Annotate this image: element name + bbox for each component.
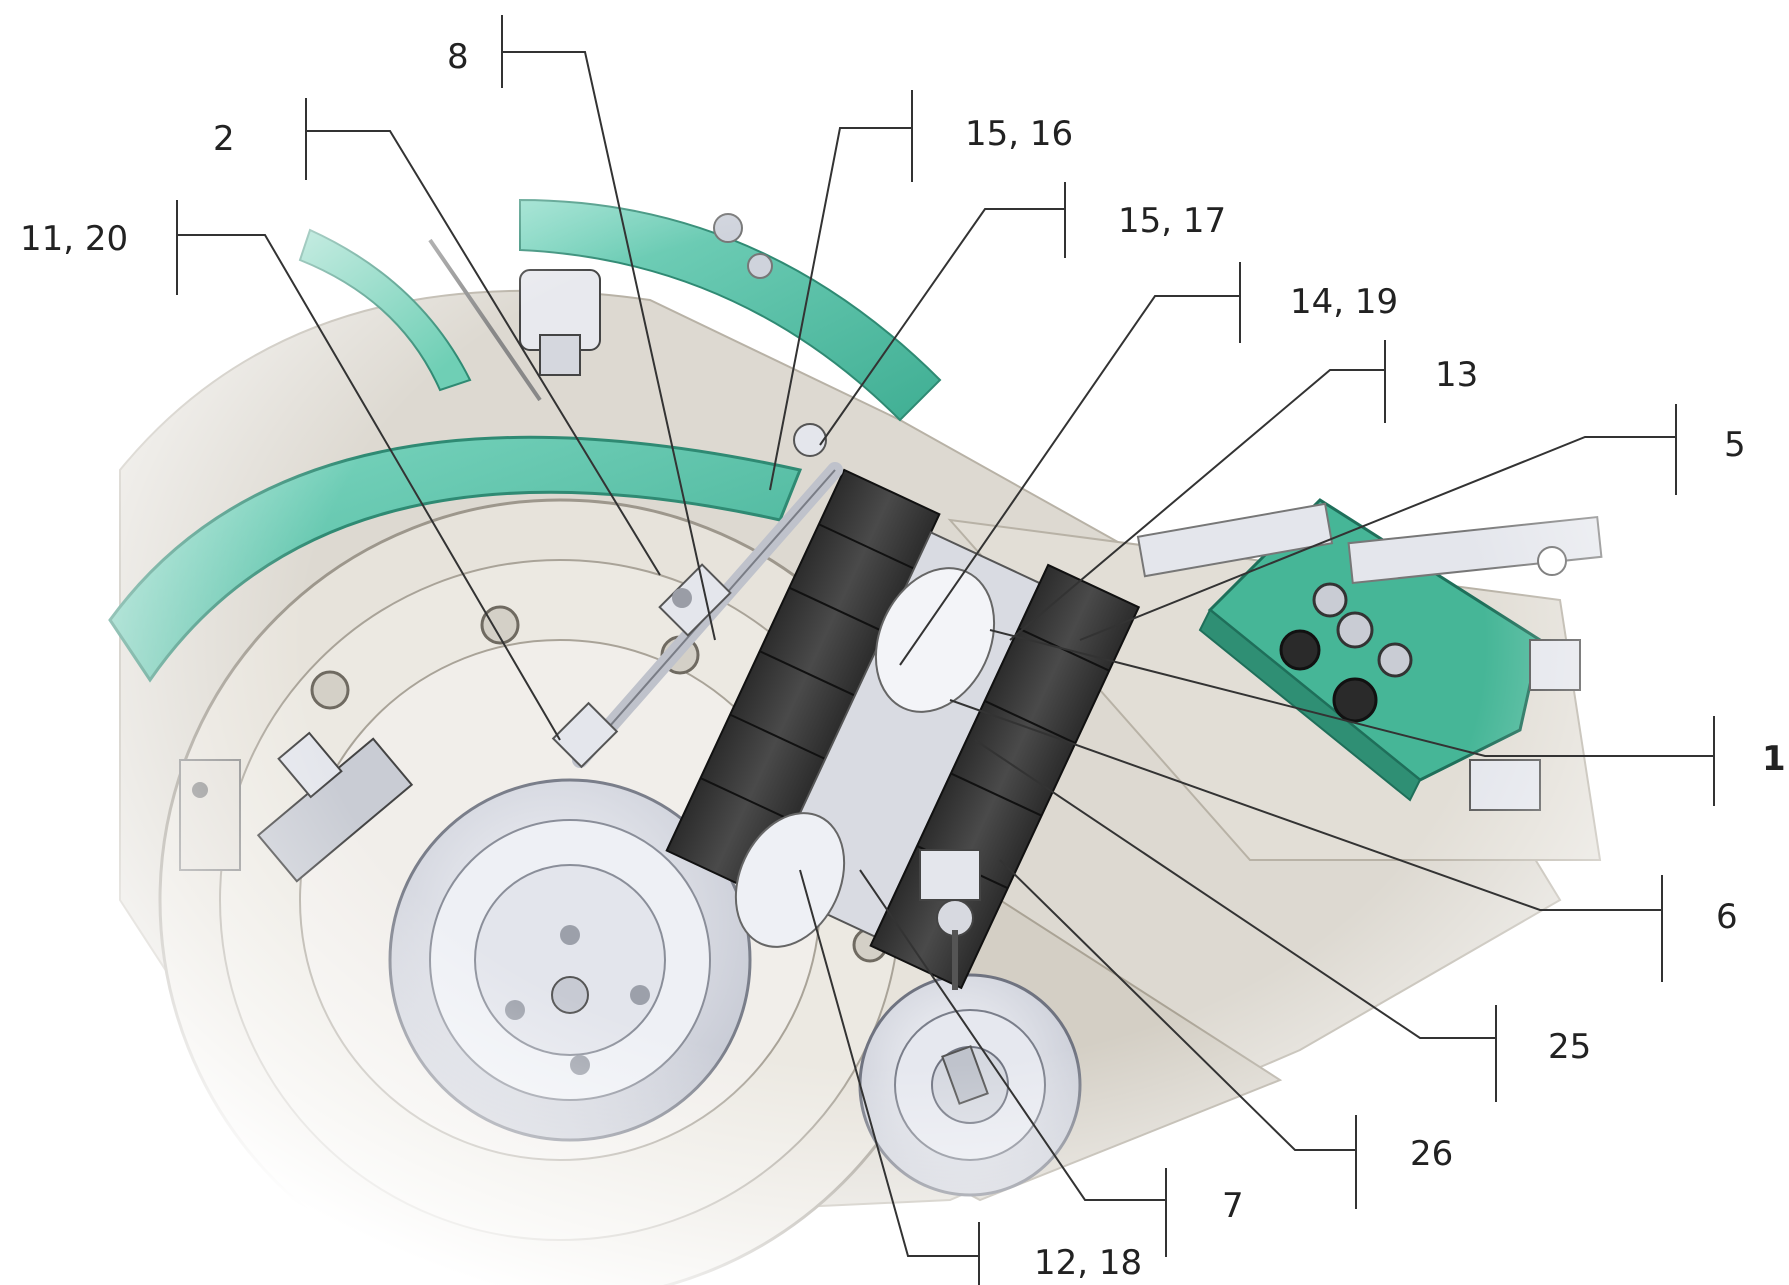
leader-lines xyxy=(176,15,1715,1285)
leader-26-path xyxy=(999,859,1356,1151)
leader-25-path xyxy=(974,739,1496,1039)
leader-5-path xyxy=(1079,436,1676,641)
callout-1: 1 xyxy=(1762,739,1786,779)
leader-1218-path xyxy=(799,869,979,1257)
callout-6: 6 xyxy=(1716,897,1738,937)
callout-25: 25 xyxy=(1548,1027,1592,1067)
callout-2: 2 xyxy=(213,119,235,159)
leader-8-path xyxy=(502,51,716,641)
callout-13: 13 xyxy=(1435,355,1479,395)
callout-15-17: 15, 17 xyxy=(1118,201,1227,241)
callout-12-18: 12, 18 xyxy=(1034,1243,1143,1283)
callout-14-19: 14, 19 xyxy=(1290,282,1399,322)
callout-7: 7 xyxy=(1222,1186,1244,1226)
leader-1120-path xyxy=(177,234,561,741)
callout-8: 8 xyxy=(447,37,469,77)
callout-15-16: 15, 16 xyxy=(965,114,1074,154)
leader-2-path xyxy=(306,130,661,576)
callout-5: 5 xyxy=(1724,425,1746,465)
leader-6-path xyxy=(949,699,1662,911)
callout-11-20: 11, 20 xyxy=(20,219,129,259)
leader-1517-path xyxy=(819,208,1065,446)
leader-7-path xyxy=(859,869,1166,1201)
leader-1419-path xyxy=(899,295,1240,666)
leader-1516-path xyxy=(769,127,912,491)
leader-1-path xyxy=(989,629,1714,757)
leader-13-path xyxy=(1009,369,1385,641)
callout-26: 26 xyxy=(1410,1134,1454,1174)
